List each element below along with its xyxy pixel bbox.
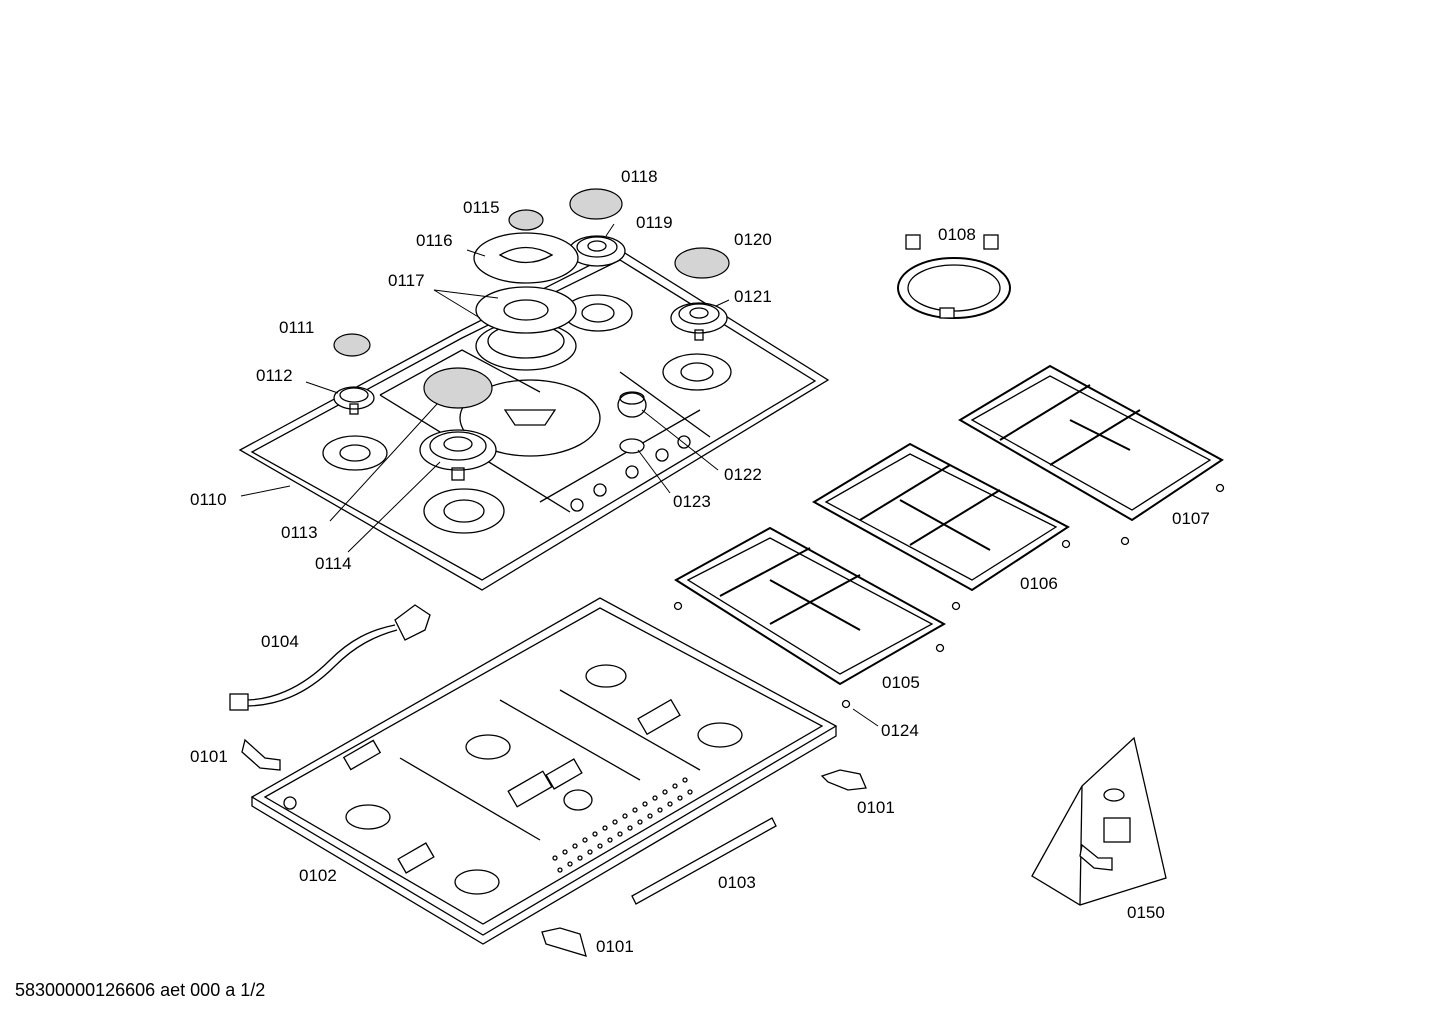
callout-0113: 0113 [281,523,318,542]
callout-0150: 0150 [1127,903,1165,922]
callout-0102: 0102 [299,866,337,885]
cap-0111 [333,333,371,357]
callout-0104: 0104 [261,632,299,651]
knob-0122 [617,391,647,418]
callout-0115: 0115 [463,198,500,217]
cap-0120 [674,247,730,279]
callout-0122: 0122 [724,465,762,484]
callout-0105: 0105 [882,673,920,692]
callout-0118: 0118 [621,167,658,186]
leader-lines [240,223,879,727]
foot-0124 [841,699,851,709]
callout-0110: 0110 [190,490,227,509]
cap-0113 [423,367,493,409]
accessory-bag-0150 [1031,736,1167,906]
callout-0112: 0112 [256,366,293,385]
callout-0119: 0119 [636,213,673,232]
burner-0112 [333,386,375,415]
cap-0118 [569,188,623,220]
clip-0101-b [820,769,867,791]
callout-0106: 0106 [1020,574,1058,593]
callout-0121: 0121 [734,287,772,306]
burner-0121 [670,302,728,341]
seal-strip-0103 [631,817,777,905]
callout-0111: 0111 [279,318,314,337]
callout-0103: 0103 [718,873,756,892]
burner-0114 [419,429,497,481]
callout-0101-c: 0101 [596,937,634,956]
wok-burner-stack [473,232,579,371]
ring-0123 [619,438,645,454]
power-cable-0104 [229,604,431,711]
callout-0107: 0107 [1172,509,1210,528]
pan-support-0106 [812,442,1071,611]
callout-0123: 0123 [673,492,711,511]
cap-0115 [508,209,544,231]
callout-0114: 0114 [315,554,352,573]
pan-support-0107 [958,364,1225,546]
clip-0101-c [541,927,587,957]
base-tray-0102 [250,597,838,945]
pan-support-0105 [673,526,947,686]
callout-0124: 0124 [881,721,919,740]
callout-labels: 0118 0115 0119 0116 0120 0108 0117 0121 … [190,167,1210,956]
clip-0101-a [241,738,281,771]
callout-0117: 0117 [388,271,425,290]
callout-0101-b: 0101 [857,798,895,817]
callout-0116: 0116 [416,231,453,250]
document-id: 58300000126606 aet 000 a 1/2 [15,980,266,1000]
callout-0120: 0120 [734,230,772,249]
callout-0101-a: 0101 [190,747,228,766]
wok-ring-0108 [897,234,1011,319]
callout-0108: 0108 [938,225,976,244]
